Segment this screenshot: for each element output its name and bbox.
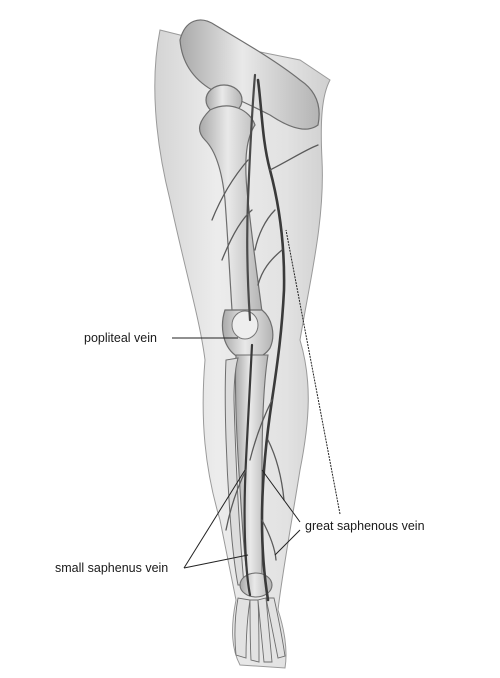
patella [232, 311, 258, 339]
popliteal-vein-label: popliteal vein [84, 332, 157, 345]
small-saphenus-vein-label: small saphenus vein [55, 562, 168, 575]
great-saphenous-vein-label: great saphenous vein [305, 520, 425, 533]
